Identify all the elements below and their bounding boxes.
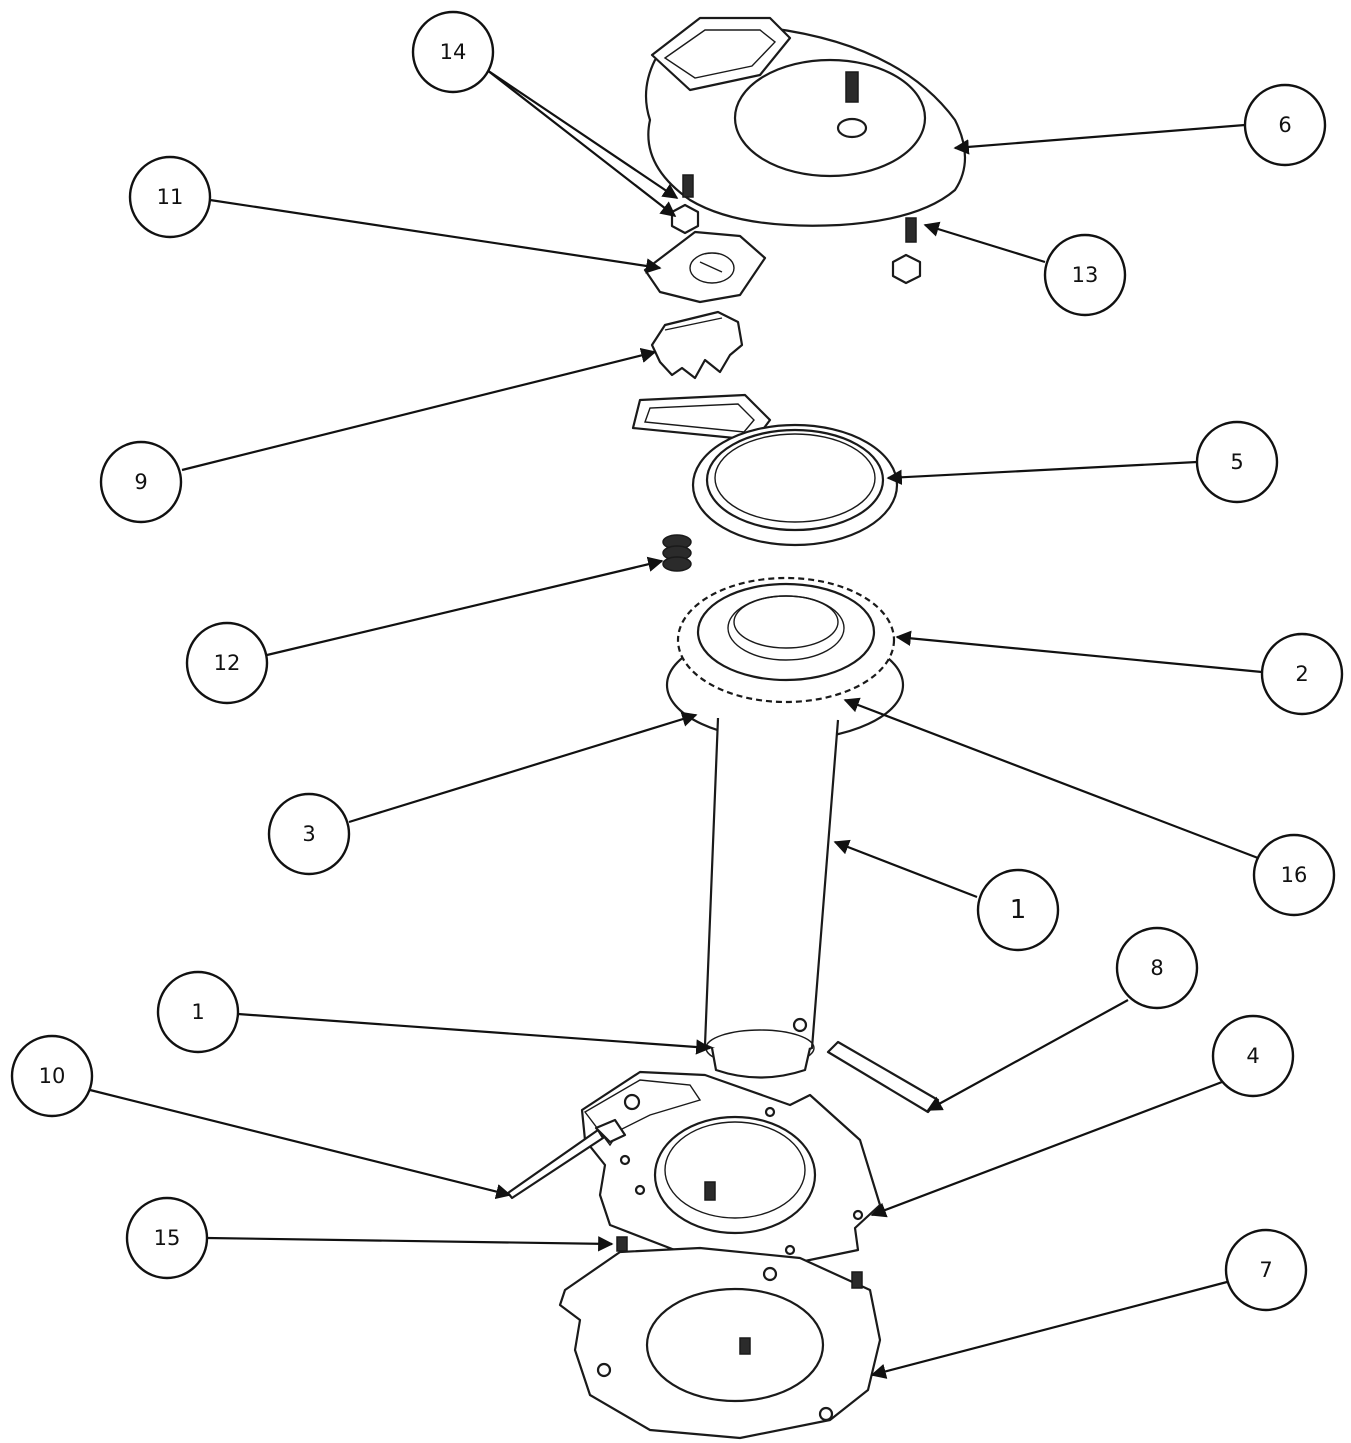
leader-6: [953, 123, 1246, 155]
callout-12-label: 12: [214, 651, 241, 675]
callout-16: 16: [1252, 833, 1336, 917]
callout-16-label: 16: [1281, 863, 1308, 887]
leader-3: [348, 711, 698, 824]
callout-3-label: 3: [302, 822, 315, 846]
leader-7: [870, 1280, 1228, 1379]
part-4-mounting-plate: [580, 1070, 882, 1264]
leader-8: [926, 999, 1129, 1111]
callout-8: 8: [1115, 926, 1199, 1010]
leader-1b: [237, 1012, 712, 1055]
leader-14b: [486, 69, 677, 217]
callout-5-label: 5: [1230, 450, 1243, 474]
callout-9: 9: [99, 440, 183, 524]
part-9-clip: [650, 310, 744, 380]
leader-12: [266, 556, 664, 657]
callout-1-lower: 1: [156, 970, 240, 1054]
leader-14a: [486, 69, 679, 199]
callout-6-label: 6: [1278, 113, 1291, 137]
callout-10-label: 10: [39, 1064, 66, 1088]
callout-3: 3: [267, 792, 351, 876]
callout-7: 7: [1224, 1228, 1308, 1312]
callout-13: 13: [1043, 233, 1127, 317]
leader-5: [886, 460, 1198, 485]
leader-13: [923, 221, 1046, 264]
part-14-nut: [670, 203, 700, 235]
part-6-top-cover: [644, 16, 966, 243]
callout-15: 15: [125, 1196, 209, 1280]
leader-11: [209, 198, 662, 274]
callout-5: 5: [1195, 420, 1279, 504]
callout-1-lower-label: 1: [191, 1000, 204, 1024]
leader-lines: [89, 69, 1263, 1379]
callout-9-label: 9: [134, 470, 147, 494]
part-7-base-plate: [558, 1246, 882, 1440]
callout-8-label: 8: [1150, 956, 1163, 980]
part-12-spring: [662, 534, 692, 572]
callout-13-label: 13: [1072, 263, 1099, 287]
part-8-pin: [826, 1040, 940, 1114]
callout-10: 10: [10, 1034, 94, 1118]
leader-4: [870, 1080, 1223, 1218]
leader-2: [895, 630, 1263, 674]
callout-11: 11: [128, 155, 212, 239]
callout-1-upper-label: 1: [1010, 895, 1027, 925]
part-13-nut: [891, 253, 922, 285]
part-11-badge: [643, 230, 767, 304]
part-1-tube: [703, 717, 840, 1079]
callout-2: 2: [1260, 632, 1344, 716]
leader-16: [843, 697, 1259, 860]
leader-10: [89, 1088, 512, 1200]
callout-1-upper: 1: [976, 868, 1060, 952]
callout-14: 14: [411, 10, 495, 94]
part-15-stud: [616, 1236, 628, 1252]
callout-15-label: 15: [154, 1226, 181, 1250]
callout-2-label: 2: [1295, 662, 1308, 686]
leader-15: [206, 1236, 614, 1252]
callout-14-label: 14: [440, 40, 467, 64]
callout-4: 4: [1211, 1014, 1295, 1098]
callout-11-label: 11: [157, 185, 184, 209]
leader-1a: [833, 839, 978, 899]
callout-7-label: 7: [1259, 1258, 1272, 1282]
part-5-gasket: [631, 393, 899, 547]
callout-12: 12: [185, 621, 269, 705]
part-2-gear-ring: [665, 576, 905, 742]
callout-6: 6: [1243, 83, 1327, 167]
callout-4-label: 4: [1246, 1044, 1259, 1068]
leader-9: [181, 347, 657, 472]
